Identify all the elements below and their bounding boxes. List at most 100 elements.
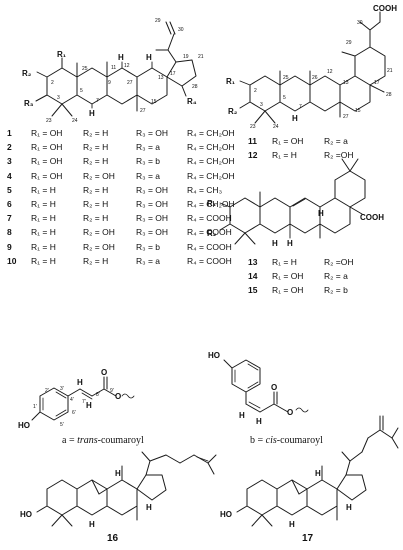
svg-text:19: 19 <box>183 54 189 60</box>
svg-text:13: 13 <box>158 75 164 81</box>
svg-text:H: H <box>115 469 121 478</box>
svg-text:2': 2' <box>45 388 49 394</box>
svg-text:7: 7 <box>96 98 99 104</box>
svg-text:15: 15 <box>151 99 157 105</box>
svg-text:H: H <box>292 114 298 123</box>
svg-text:15: 15 <box>355 108 361 114</box>
svg-text:7: 7 <box>299 104 302 110</box>
lupane-skeleton: R₁ R₂ R₃ R₄ H H H 29 30 19 21 12 11 25 9… <box>22 18 204 124</box>
svg-text:29: 29 <box>155 18 161 24</box>
svg-text:O: O <box>101 368 107 377</box>
svg-text:9': 9' <box>110 388 114 394</box>
svg-text:R₃: R₃ <box>24 99 34 108</box>
svg-text:H: H <box>289 520 295 529</box>
coumaroyl-a-label: a = trans-coumaroyl <box>62 435 144 446</box>
svg-text:H: H <box>86 401 92 410</box>
svg-text:COOH: COOH <box>360 213 384 222</box>
svg-text:R₂: R₂ <box>207 229 217 238</box>
svg-text:23: 23 <box>250 124 256 130</box>
svg-text:21: 21 <box>198 54 204 60</box>
svg-text:17: 17 <box>374 80 380 86</box>
svg-text:COOH: COOH <box>373 4 397 13</box>
svg-text:H: H <box>287 239 293 248</box>
cis-coumaroyl: HO O O H H <box>208 351 309 426</box>
svg-text:7': 7' <box>82 399 86 405</box>
svg-text:1': 1' <box>33 404 37 410</box>
svg-text:R₁: R₁ <box>57 50 67 59</box>
svg-text:6': 6' <box>72 410 76 416</box>
svg-text:O: O <box>115 392 121 401</box>
svg-text:H: H <box>77 378 83 387</box>
svg-text:30: 30 <box>357 20 363 26</box>
svg-text:11: 11 <box>111 65 116 71</box>
svg-text:H: H <box>239 411 245 420</box>
svg-text:HO: HO <box>208 351 220 360</box>
svg-text:H: H <box>146 503 152 512</box>
svg-text:23: 23 <box>46 118 52 124</box>
trans-coumaroyl: HO O O H H 2' 3' 4' 5' 6' 1' 7' 8' 9' <box>18 368 135 430</box>
svg-text:HO: HO <box>220 510 232 519</box>
svg-text:H: H <box>272 239 278 248</box>
svg-text:H: H <box>89 520 95 529</box>
svg-text:H: H <box>318 209 324 218</box>
svg-text:3: 3 <box>260 102 263 108</box>
svg-text:H: H <box>346 503 352 512</box>
compound-17-label: 17 <box>302 533 314 544</box>
svg-text:26: 26 <box>312 75 318 81</box>
svg-text:27: 27 <box>343 114 349 120</box>
svg-text:17: 17 <box>170 71 176 77</box>
svg-text:21: 21 <box>387 68 393 74</box>
cycloartane-17: HO H H H <box>220 415 399 529</box>
svg-text:R₄: R₄ <box>187 97 197 106</box>
svg-text:5: 5 <box>283 95 286 101</box>
svg-text:H: H <box>315 469 321 478</box>
coumaroyl-b-label: b = cis-coumaroyl <box>250 435 323 446</box>
svg-text:HO: HO <box>18 421 30 430</box>
svg-text:HO: HO <box>20 510 32 519</box>
svg-text:O: O <box>271 383 277 392</box>
svg-text:28: 28 <box>386 92 392 98</box>
svg-text:28: 28 <box>192 84 198 90</box>
skeleton-11-12: COOH R₁ R₂ H 30 29 21 28 12 13 17 25 26 … <box>226 4 397 130</box>
svg-text:R₁: R₁ <box>207 199 217 208</box>
svg-text:3': 3' <box>60 386 64 392</box>
svg-text:R₁: R₁ <box>226 77 236 86</box>
svg-text:H: H <box>256 417 262 426</box>
svg-text:12: 12 <box>327 69 333 75</box>
svg-text:30: 30 <box>178 27 184 33</box>
compound-16-label: 16 <box>107 533 119 544</box>
cycloartane-16: HO H H H <box>20 451 217 529</box>
svg-text:27: 27 <box>127 80 133 86</box>
svg-text:5: 5 <box>80 88 83 94</box>
svg-text:9: 9 <box>108 80 111 86</box>
svg-text:8': 8' <box>96 392 100 398</box>
svg-text:H: H <box>118 53 124 62</box>
svg-text:25: 25 <box>283 75 289 81</box>
svg-text:R₂: R₂ <box>22 69 32 78</box>
oleanane-skeleton: COOH R₁ R₂ H H H <box>207 158 384 248</box>
svg-text:24: 24 <box>72 118 78 124</box>
svg-text:27: 27 <box>140 108 146 114</box>
svg-text:R₂: R₂ <box>228 107 238 116</box>
svg-text:24: 24 <box>273 124 279 130</box>
svg-text:12: 12 <box>124 63 130 69</box>
svg-text:3: 3 <box>57 95 60 101</box>
svg-text:O: O <box>287 408 293 417</box>
